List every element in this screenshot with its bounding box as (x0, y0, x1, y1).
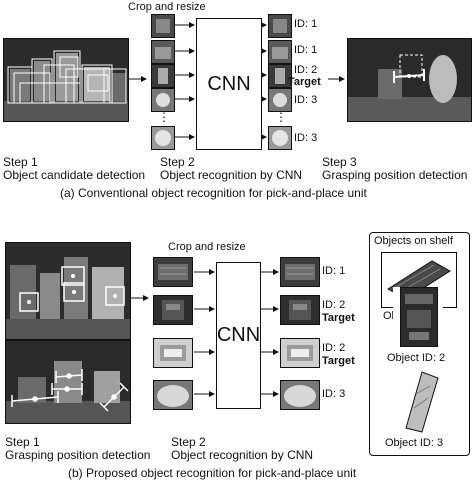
top-target-label: Target (288, 76, 321, 88)
bottom-id-3: ID: 2 (322, 342, 346, 354)
top-step2-desc: Object recognition by CNN (160, 168, 303, 182)
top-ellipsis-right: ⋮ (275, 110, 287, 124)
bottom-step2-desc: Object recognition by CNN (171, 448, 314, 462)
top-crop-1 (151, 14, 175, 38)
bottom-id-2: ID: 2 (322, 299, 346, 311)
top-id-1: ID: 1 (294, 18, 318, 30)
bottom-step1-title: Step 1 (5, 435, 40, 449)
top-output-4 (268, 88, 292, 112)
shelf-object-3-image (400, 368, 444, 434)
bottom-step1-desc: Grasping position detection (5, 448, 151, 462)
bottom-shelf-photo-bottom (5, 340, 131, 424)
bottom-crop-2 (153, 295, 193, 325)
top-step3-desc: Grasping position detection (322, 168, 468, 182)
top-output-5 (268, 126, 292, 150)
bottom-cnn-label: CNN (216, 324, 261, 346)
top-shelf-photo (3, 38, 129, 122)
top-output-3 (268, 64, 292, 88)
top-grasp-photo (347, 38, 472, 122)
bottom-id-4: ID: 3 (322, 388, 346, 400)
top-cnn-box: CNN (196, 18, 262, 150)
top-step3-title: Step 3 (322, 155, 357, 169)
top-crop-label: Crop and resize (128, 1, 206, 13)
shelf-object-2-box (400, 287, 438, 347)
bottom-step2-title: Step 2 (171, 435, 206, 449)
bottom-target-label-2: Target (322, 355, 355, 367)
top-crop-2 (151, 40, 175, 64)
bottom-crop-3 (153, 338, 193, 368)
top-step1-title: Step 1 (3, 155, 38, 169)
bottom-output-1 (280, 257, 320, 287)
top-id-4: ID: 3 (294, 94, 318, 106)
top-output-1 (268, 14, 292, 38)
bottom-crop-4 (153, 380, 193, 410)
shelf-title: Objects on shelf (372, 235, 455, 248)
top-ellipsis-left: ⋮ (158, 110, 170, 124)
top-step1-desc: Object candidate detection (3, 168, 146, 182)
top-crop-5 (151, 126, 175, 150)
top-output-2 (268, 40, 292, 64)
bottom-shelf-photo-top (5, 242, 131, 340)
top-id-3: ID: 2 (294, 64, 318, 76)
bottom-crop-1 (153, 257, 193, 287)
top-cnn-label: CNN (207, 72, 251, 95)
bottom-target-label-1: Target (322, 312, 355, 324)
shelf-object-3-label: Object ID: 3 (385, 437, 444, 449)
bottom-output-4 (280, 380, 320, 410)
bottom-caption: (b) Proposed object recognition for pick… (68, 466, 357, 480)
top-id-2: ID: 1 (294, 44, 318, 56)
bottom-cnn-box: CNN (216, 262, 261, 409)
top-crop-4 (151, 88, 175, 112)
bottom-crop-label: Crop and resize (168, 241, 246, 253)
top-id-5: ID: 3 (294, 132, 318, 144)
bottom-output-3 (280, 338, 320, 368)
objects-on-shelf-panel (369, 232, 470, 456)
bottom-output-2 (280, 295, 320, 325)
top-caption: (a) Conventional object recognition for … (60, 186, 367, 200)
top-crop-3 (151, 64, 175, 88)
shelf-object-2-label: Object ID: 2 (387, 352, 446, 364)
bottom-id-1: ID: 1 (322, 265, 346, 277)
top-step2-title: Step 2 (160, 155, 195, 169)
